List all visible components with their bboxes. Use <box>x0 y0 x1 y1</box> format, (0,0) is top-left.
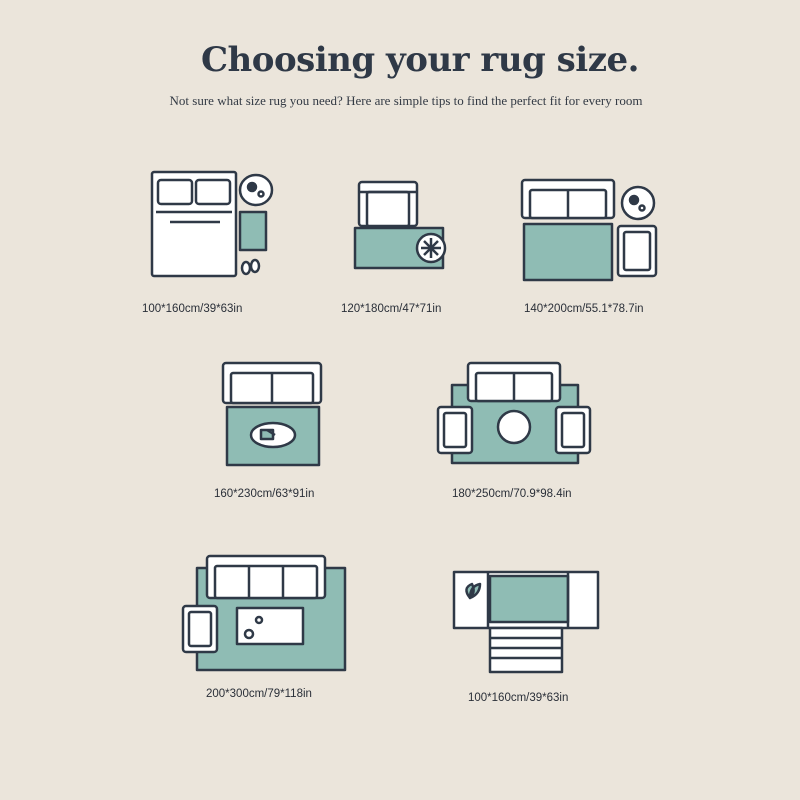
size-label: 160*230cm/63*91in <box>214 488 315 500</box>
size-label: 100*160cm/39*63in <box>142 303 243 315</box>
rug-icon <box>488 574 570 624</box>
size-label: 140*200cm/55.1*78.7in <box>524 303 644 315</box>
page-subtitle: Not sure what size rug you need? Here ar… <box>169 93 643 108</box>
size-label: 120*180cm/47*71in <box>341 303 442 315</box>
layout-bedroom <box>140 160 290 290</box>
rug-icon <box>522 222 614 282</box>
layout-living-room <box>215 355 335 475</box>
layout-sitting-area <box>430 355 600 475</box>
plant-icon <box>465 582 482 600</box>
layout-dining-bench <box>450 568 610 678</box>
size-label: 180*250cm/70.9*98.4in <box>452 488 572 500</box>
size-label: 200*300cm/79*118in <box>206 688 312 700</box>
bench-icon <box>488 626 564 674</box>
coffee-table-icon <box>496 409 532 445</box>
page-title: Choosing your rug size. <box>200 40 640 80</box>
layout-small-living-room <box>512 170 672 290</box>
rug-icon <box>238 210 268 252</box>
layout-reading-corner <box>345 170 465 280</box>
slippers-icon <box>240 260 252 276</box>
layout-large-living-room <box>175 550 355 680</box>
size-label: 100*160cm/39*63in <box>468 692 569 704</box>
